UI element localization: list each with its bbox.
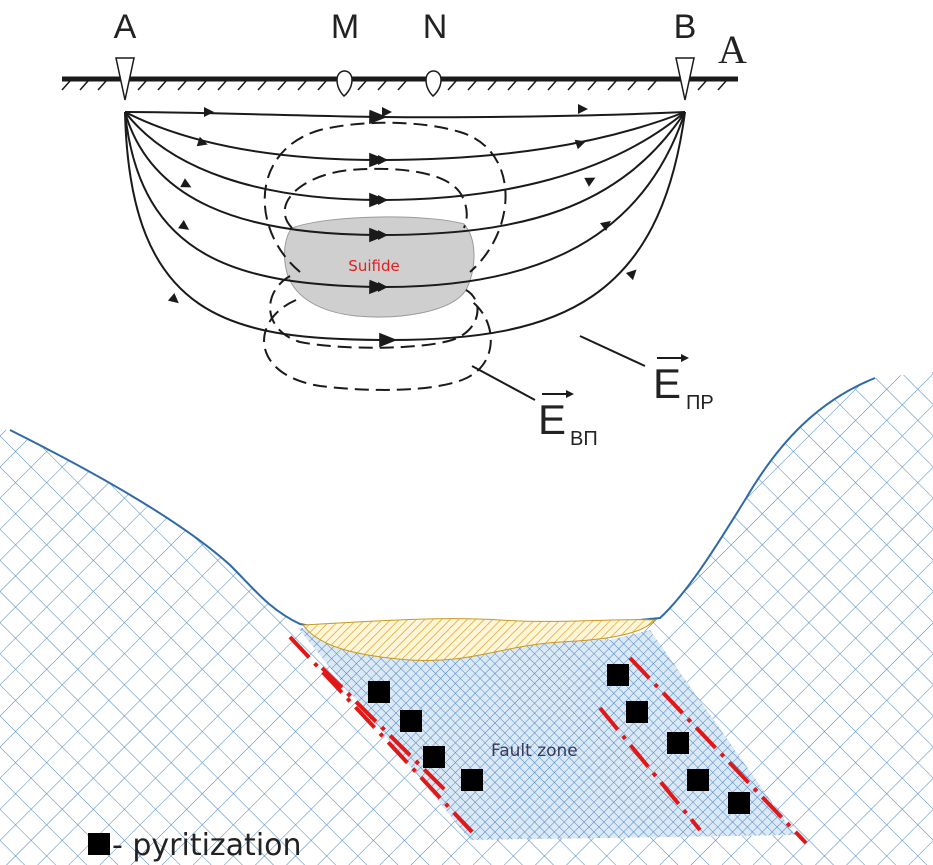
svg-text:ПР: ПР <box>686 392 714 414</box>
sulfide-label: Suifide <box>348 257 399 275</box>
electrode-b-label: B <box>674 8 697 46</box>
field-label-secondary: E ВП <box>538 390 598 450</box>
electrode-m-label: M <box>331 8 359 46</box>
svg-text:E: E <box>538 396 566 443</box>
fault-boundary-left-outer <box>288 635 474 834</box>
flow-arrows <box>167 104 637 345</box>
fault-zone-label: Fault zone <box>491 741 578 761</box>
pyrite-marker <box>400 710 422 732</box>
legend-text: - pyritization <box>112 828 302 863</box>
geological-section: Fault zone - pyritization <box>0 372 933 865</box>
electrode-b <box>675 57 695 101</box>
panel-label: A <box>718 27 747 72</box>
pyrite-marker <box>461 769 483 791</box>
svg-text:ВП: ВП <box>570 428 598 450</box>
pyrite-marker <box>607 664 629 686</box>
leader-secondary <box>471 365 536 401</box>
pyrite-marker <box>687 769 709 791</box>
pyrite-marker <box>728 792 750 814</box>
prospecting-sketch: A M N B A Suifide <box>61 8 747 450</box>
electrode-m <box>336 70 353 97</box>
fault-zone <box>298 628 795 840</box>
pyritization-markers <box>368 664 750 814</box>
electrode-a-label: A <box>114 8 137 46</box>
secondary-field-loops <box>263 121 507 391</box>
fault-boundary-right-inner <box>598 706 702 832</box>
svg-text:E: E <box>653 360 681 407</box>
ground-ticks <box>61 80 727 91</box>
pyrite-marker <box>368 681 390 703</box>
field-label-primary: E ПР <box>653 354 714 414</box>
pyrite-marker <box>423 746 445 768</box>
electrode-n-label: N <box>423 8 448 46</box>
fault-boundaries <box>288 635 808 845</box>
leader-primary <box>579 335 646 367</box>
fault-boundary-left-inner <box>320 666 447 792</box>
fault-boundary-right-outer <box>628 656 808 845</box>
legend: - pyritization <box>88 828 302 863</box>
pyrite-marker <box>667 732 689 754</box>
sediment-fill <box>302 618 657 662</box>
electrode-a <box>115 57 135 101</box>
electrode-n <box>425 70 442 97</box>
legend-marker <box>88 833 110 855</box>
pyrite-marker <box>626 701 648 723</box>
